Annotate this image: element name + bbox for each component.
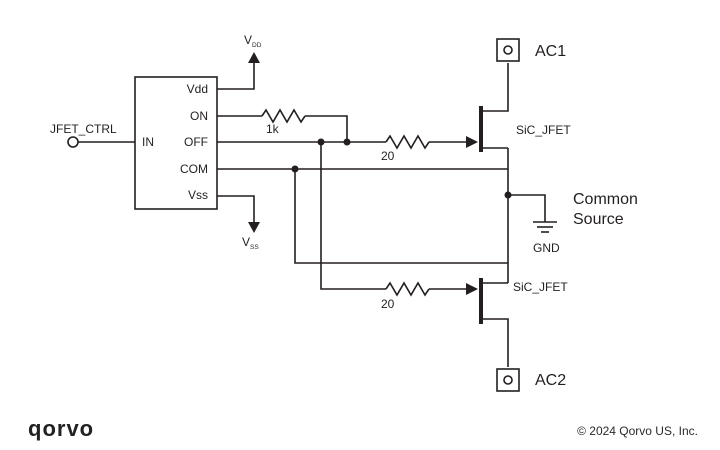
vss-arrow-icon (248, 222, 260, 233)
gate-top-arrow-icon (466, 136, 478, 148)
qorvo-logo: qorvo (28, 416, 95, 441)
copyright-text: © 2024 Qorvo US, Inc. (577, 424, 698, 438)
resistor-1k-label: 1k (266, 122, 280, 136)
vss-label: VSS (242, 235, 259, 251)
ground-icon (533, 221, 557, 233)
driver-block (134, 76, 218, 210)
resistor-gate-top (385, 134, 430, 150)
terminal-ac1-label: AC1 (535, 43, 566, 60)
pin-off-label: OFF (184, 135, 208, 149)
jfet-bottom-label: SiC_JFET (513, 280, 568, 294)
vdd-wire (217, 63, 255, 90)
schematic: IN Vdd ON OFF COM Vss JFET_CTRL VDD VSS … (50, 33, 638, 392)
input-label: JFET_CTRL (50, 122, 117, 136)
gate-bottom-arrow-icon (466, 283, 478, 295)
input-terminal (67, 136, 79, 148)
driver-in-label: IN (142, 135, 154, 149)
resistor-1k (261, 108, 306, 124)
pin-vdd-label: Vdd (187, 82, 208, 96)
common-source-line1: Common (573, 191, 638, 208)
junction-on-off (343, 138, 351, 146)
terminal-ac1 (496, 38, 520, 62)
pin-com-label: COM (180, 162, 208, 176)
vdd-label: VDD (244, 33, 262, 49)
jfet-top-label: SiC_JFET (516, 123, 571, 137)
common-source-line2: Source (573, 211, 624, 228)
vss-wire (217, 195, 255, 222)
pin-on-label: ON (190, 109, 208, 123)
resistor-gate-bottom-label: 20 (381, 297, 395, 311)
resistor-gate-top-label: 20 (381, 149, 395, 163)
resistor-gate-bottom (385, 281, 430, 297)
vdd-arrow-icon (248, 52, 260, 63)
terminal-ac2-label: AC2 (535, 372, 566, 389)
pin-vss-label: Vss (188, 188, 208, 202)
ground-label: GND (533, 241, 560, 255)
terminal-ac2 (496, 368, 520, 392)
